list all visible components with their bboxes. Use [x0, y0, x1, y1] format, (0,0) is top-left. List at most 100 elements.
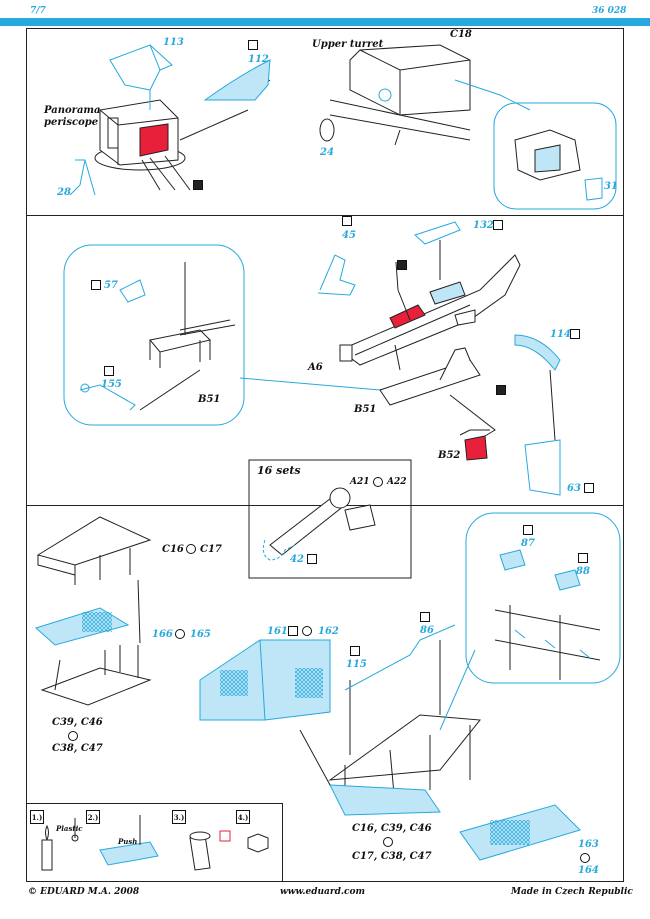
legend-plastic: Plastic: [56, 824, 83, 833]
yin-yang-icon: [373, 477, 383, 487]
legend-drawings: [41, 815, 269, 871]
mg-drawing: [339, 240, 521, 406]
check-icon: [578, 553, 588, 563]
yin-yang-icon: [175, 629, 185, 639]
origin-text: Made in Czech Republic: [511, 887, 633, 897]
part-28: [69, 159, 96, 196]
part-a21-label: A21: [350, 477, 370, 487]
bend-icon: [496, 385, 506, 395]
right-bracket-drawing: [199, 624, 481, 816]
part-28-label: 28: [57, 187, 71, 198]
part-45: [317, 254, 356, 296]
part-113: [109, 44, 173, 110]
check-icon: [350, 646, 360, 656]
part-24-label: 24: [320, 147, 334, 158]
yin-yang-icon: [302, 626, 312, 636]
part-115-label: 115: [346, 659, 367, 670]
mg-detail-callout: [63, 244, 245, 426]
part-161-label: 161: [267, 626, 288, 637]
part-57-label: 57: [104, 280, 118, 291]
check-icon: [584, 483, 594, 493]
part-132: [414, 221, 461, 245]
part-c16-label: C16: [162, 544, 184, 555]
part-88-label: 88: [576, 566, 590, 577]
turret-detail-callout: [493, 102, 617, 210]
upper-turret-title: Upper turret: [312, 39, 384, 50]
part-63: [524, 439, 561, 496]
part-b51-label-2: B51: [354, 404, 377, 415]
mg-detail-drawing: [79, 262, 236, 411]
part-162-label: 162: [318, 626, 339, 637]
left-bracket-drawing: [35, 516, 152, 706]
instruction-frame: [26, 28, 624, 882]
part-45-label: 45: [342, 230, 356, 241]
yin-yang-icon: [186, 544, 196, 554]
bend-icon: [193, 180, 203, 190]
part-155-label: 155: [101, 379, 122, 390]
sets-title: 16 sets: [257, 464, 301, 477]
bracket-detail-callout: [465, 512, 621, 684]
legend-push: Push: [118, 837, 138, 846]
check-icon: [288, 626, 298, 636]
legend-step-2: 2.): [86, 810, 100, 824]
part-31-label: 31: [604, 181, 618, 192]
part-a22-label: A22: [387, 477, 407, 487]
kit-code: 36 028: [592, 6, 627, 16]
part-63-label: 63: [567, 483, 581, 494]
yin-yang-icon: [580, 853, 590, 863]
part-113-label: 113: [163, 37, 184, 48]
sets-box: [248, 459, 412, 579]
part-86-label: 86: [420, 625, 434, 636]
part-c38-c47-label: C38, C47: [52, 743, 103, 754]
part-132-label: 132: [473, 220, 494, 231]
check-icon: [420, 612, 430, 622]
legend-step-4: 4.): [236, 810, 250, 824]
part-165-label: 165: [190, 629, 211, 640]
part-114-label: 114: [550, 329, 571, 340]
sets-drawing: [262, 487, 376, 561]
check-icon: [248, 40, 258, 50]
part-a6-label: A6: [308, 362, 323, 373]
header-bar: [0, 18, 650, 26]
check-icon: [104, 366, 114, 376]
divider-1: [26, 215, 624, 216]
yin-yang-icon: [68, 731, 78, 741]
yin-yang-icon: [383, 837, 393, 847]
check-icon: [342, 216, 352, 226]
panorama-title: Panorama: [44, 105, 101, 116]
part-b52-label: B52: [438, 450, 461, 461]
part-87-label: 87: [521, 538, 535, 549]
website-link[interactable]: www.eduard.com: [280, 887, 366, 897]
part-42-label: 42: [290, 554, 304, 565]
part-166-label: 166: [152, 629, 173, 640]
divider-legend: [26, 803, 282, 804]
part-c39-c46-label: C39, C46: [52, 717, 103, 728]
periscope-title: periscope: [44, 117, 99, 128]
divider-legend-v: [282, 803, 283, 882]
part-c18-label: C18: [450, 29, 472, 40]
part-112: [203, 59, 271, 101]
legend-step-1: 1.): [30, 810, 44, 824]
legend-step-3: 3.): [172, 810, 186, 824]
part-b52: [459, 429, 490, 461]
part-164-label: 164: [578, 865, 599, 876]
part-114: [514, 334, 561, 371]
bend-icon: [397, 260, 407, 270]
part-b51-label: B51: [198, 394, 221, 405]
check-icon: [570, 329, 580, 339]
parts-list-1: C16, C39, C46: [352, 823, 432, 834]
check-icon: [493, 220, 503, 230]
part-112-label: 112: [248, 54, 269, 65]
part-c17-label: C17: [200, 544, 222, 555]
periscope-drawing: [94, 79, 271, 191]
page-number: 7/7: [30, 6, 46, 16]
upper-turret-drawing: [319, 44, 531, 146]
check-icon: [307, 554, 317, 564]
copyright: © EDUARD M.A. 2008: [28, 887, 140, 897]
part-163-label: 163: [578, 839, 599, 850]
check-icon: [523, 525, 533, 535]
turret-detail-drawing: [514, 129, 603, 201]
bracket-detail-drawing: [439, 549, 601, 731]
parts-list-2: C17, C38, C47: [352, 851, 432, 862]
